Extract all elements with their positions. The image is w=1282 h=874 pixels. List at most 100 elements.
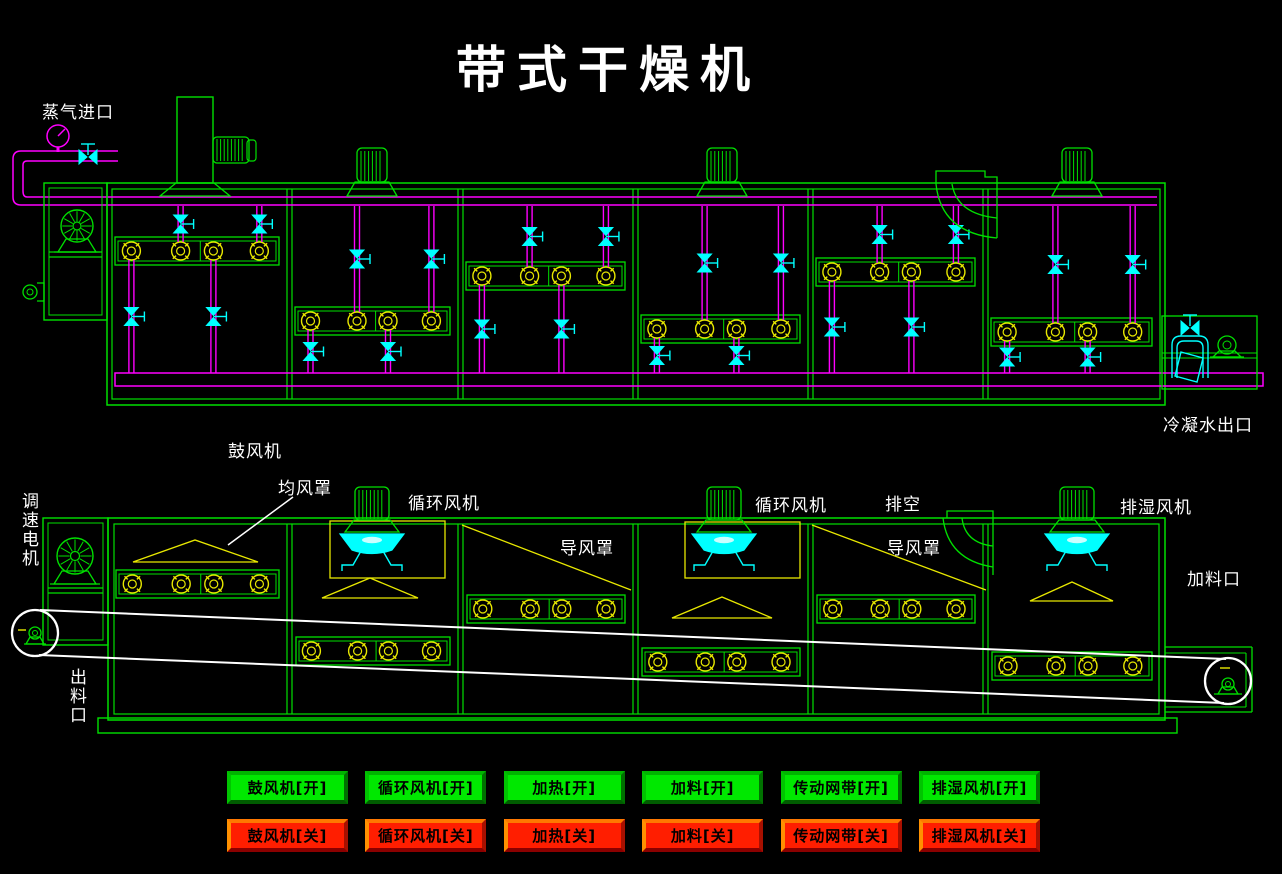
- machine-base: [97, 717, 1178, 734]
- flange-band: [294, 306, 451, 336]
- flange-icon: [520, 599, 540, 619]
- equalizing-hood-icon: [132, 539, 259, 563]
- flange-band: [641, 647, 801, 677]
- flange-icon: [771, 652, 791, 672]
- flange-icon: [997, 322, 1017, 342]
- duct-icon: [935, 170, 998, 238]
- flange-icon: [596, 599, 616, 619]
- fan-box: [329, 520, 446, 579]
- blower-on-button[interactable]: 鼓风机[开]: [227, 771, 348, 804]
- flange-band: [816, 594, 976, 624]
- label-circulating-fan-2: 循环风机: [755, 496, 827, 516]
- flange-icon: [647, 319, 667, 339]
- flange-icon: [1122, 322, 1143, 342]
- blower-off-button[interactable]: 鼓风机[关]: [227, 819, 348, 852]
- flange-icon: [347, 311, 367, 331]
- flange-icon: [869, 262, 890, 282]
- valve-icon: [696, 253, 713, 263]
- guide-hood-icon: [811, 524, 987, 591]
- valve-icon: [172, 214, 189, 224]
- dehumidifying-fan-off-button[interactable]: 排湿风机[关]: [918, 819, 1040, 852]
- valve-icon: [947, 225, 965, 235]
- flange-icon: [421, 641, 442, 661]
- equalizing-hood-icon: [1029, 581, 1114, 602]
- steam-trap-icon: [1174, 351, 1204, 383]
- valve-icon: [823, 317, 841, 327]
- flange-icon: [648, 652, 668, 672]
- label-leader-line: [227, 496, 294, 546]
- flange-band: [990, 317, 1153, 347]
- conveyor-belt-off-button[interactable]: 传动网带[关]: [780, 819, 902, 852]
- valve-icon: [728, 346, 745, 356]
- valve-icon: [302, 342, 319, 352]
- valve-icon: [597, 227, 615, 237]
- valve-icon: [123, 307, 140, 317]
- flange-icon: [472, 266, 492, 286]
- aux-box: [43, 182, 108, 321]
- flange-band: [815, 257, 976, 287]
- flange-band: [115, 569, 280, 599]
- flange-icon: [551, 266, 572, 286]
- flange-icon: [301, 641, 322, 661]
- flange-icon: [1046, 656, 1066, 676]
- feeding-off-button[interactable]: 加料[关]: [642, 819, 764, 852]
- equalizing-hood-icon: [321, 577, 419, 599]
- valve-icon: [998, 347, 1016, 357]
- valve-icon: [1079, 347, 1096, 357]
- flange-icon: [902, 599, 922, 619]
- circulating-fan-off-button[interactable]: 循环风机[关]: [365, 819, 487, 852]
- flange-band: [295, 636, 451, 666]
- circulating-fan-on-button[interactable]: 循环风机[开]: [365, 771, 487, 804]
- valve-icon: [553, 319, 570, 329]
- valve-icon: [648, 346, 666, 356]
- page-title: 带式干燥机: [456, 41, 761, 99]
- label-guide-hood-2: 导风罩: [887, 539, 941, 559]
- label-circulating-fan-1: 循环风机: [408, 494, 480, 514]
- flange-icon: [694, 319, 715, 339]
- label-dehumidifying-fan: 排湿风机: [1120, 498, 1192, 518]
- flange-icon: [596, 266, 616, 286]
- bearing-icon: [28, 626, 42, 640]
- valve-icon: [1047, 255, 1064, 265]
- valve-icon: [423, 249, 440, 259]
- flange-icon: [249, 574, 270, 594]
- feeding-on-button[interactable]: 加料[开]: [642, 771, 764, 804]
- motor-compartment: [42, 517, 109, 646]
- label-guide-hood-1: 导风罩: [560, 539, 614, 559]
- conveyor-belt: [38, 654, 1225, 704]
- flange-icon: [695, 652, 715, 672]
- flange-icon: [727, 652, 747, 672]
- flange-icon: [726, 319, 747, 339]
- bearing-icon: [1221, 677, 1235, 691]
- label-speed-motor: 调速电机: [18, 492, 38, 568]
- conveyor-belt-on-button[interactable]: 传动网带[开]: [780, 771, 902, 804]
- valve-icon: [251, 214, 268, 224]
- conveyor-belt: [39, 609, 1227, 660]
- dehumidifying-fan-on-button[interactable]: 排湿风机[开]: [918, 771, 1040, 804]
- circulating-fan-icon: [1059, 486, 1095, 521]
- flange-icon: [901, 262, 922, 282]
- flange-icon: [378, 311, 398, 331]
- flange-icon: [1078, 656, 1098, 676]
- flange-icon: [552, 599, 572, 619]
- flange-icon: [347, 641, 368, 661]
- flange-icon: [771, 319, 791, 339]
- flange-icon: [519, 266, 540, 286]
- label-condensate-outlet: 冷凝水出口: [1163, 416, 1253, 436]
- condensate-pipe: [114, 372, 1264, 387]
- flange-icon: [822, 262, 842, 282]
- valve-icon: [772, 253, 790, 263]
- flange-icon: [171, 574, 191, 594]
- motor-icon: [60, 209, 94, 243]
- flange-icon: [203, 241, 224, 261]
- flange-band: [466, 594, 626, 624]
- heating-on-button[interactable]: 加热[开]: [503, 771, 625, 804]
- flange-icon: [300, 311, 321, 331]
- vent-duct-icon: [946, 510, 994, 575]
- flange-icon: [1077, 322, 1098, 342]
- circulating-fan-icon: [706, 486, 742, 521]
- heating-off-button[interactable]: 加热[关]: [503, 819, 625, 852]
- motor-icon: [56, 537, 94, 575]
- on-button-row: 鼓风机[开] 循环风机[开] 加热[开] 加料[开] 传动网带[开] 排湿风机[…: [227, 771, 1040, 804]
- pump-icon: [22, 284, 38, 300]
